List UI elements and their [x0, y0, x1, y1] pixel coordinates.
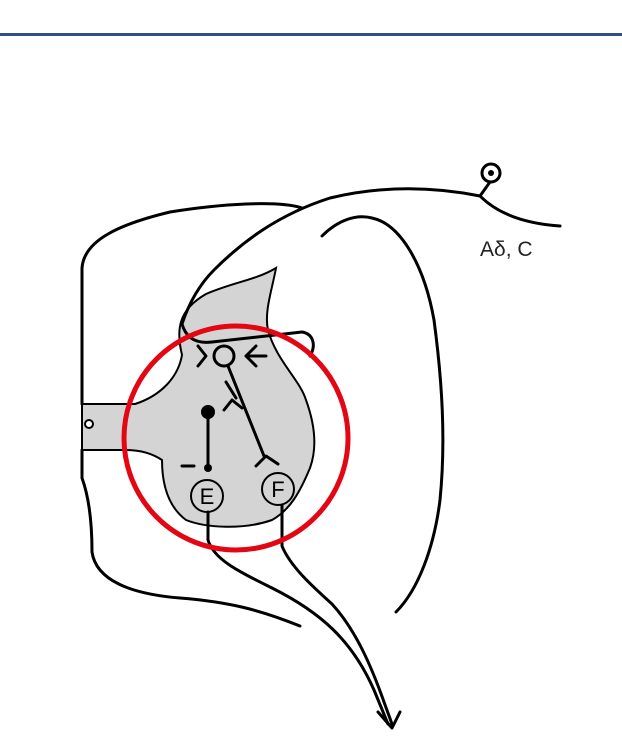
- cord-inner-edge: [320, 215, 445, 614]
- cord-outline-bottom: [80, 448, 302, 628]
- cell-body-nucleus-icon: [488, 170, 494, 176]
- central-canal-icon: [84, 419, 94, 429]
- afferent-branch: [478, 180, 492, 198]
- synapse-right-icon: [244, 344, 268, 368]
- neuron-e-label: E: [200, 484, 215, 509]
- inhibitory-terminal-icon: [204, 464, 212, 472]
- interneuron-branch: [224, 380, 238, 400]
- interneuron-cell-icon: [212, 344, 236, 368]
- highlight-circle: [121, 323, 351, 553]
- afferent-fiber: [180, 187, 562, 326]
- synapse-left-icon: [196, 344, 208, 368]
- header-rule: [0, 33, 622, 36]
- efferent-axon-e: [206, 510, 390, 726]
- efferent-arrow-icon: [376, 710, 402, 730]
- cord-outline-top: [80, 202, 304, 406]
- efferent-axon-f: [280, 503, 394, 726]
- neuron-f-label: F: [271, 477, 284, 502]
- fiber-type-label: Aδ, C: [480, 238, 533, 261]
- neuron-f: [261, 472, 295, 506]
- synapse-f-icon: [254, 454, 280, 468]
- interneuron-axon: [226, 364, 266, 458]
- synapse-inhibitory-icon: [222, 398, 244, 412]
